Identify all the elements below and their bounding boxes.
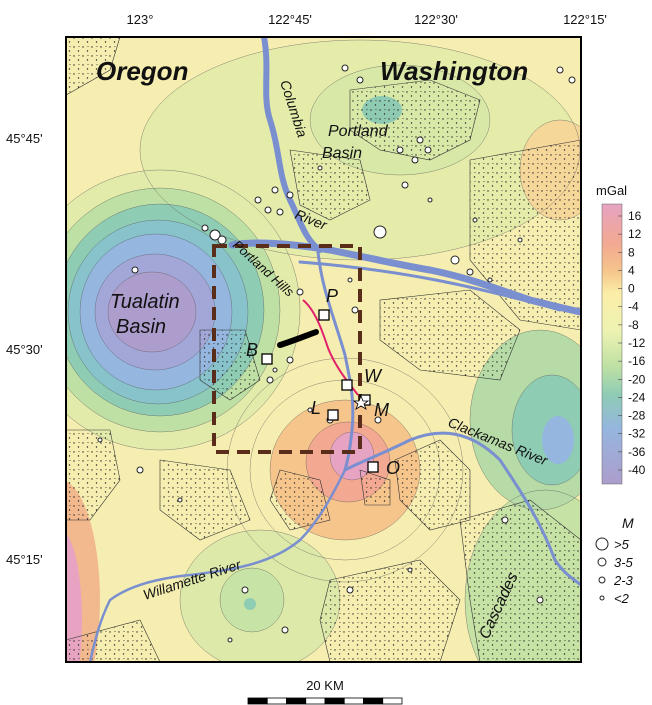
lon-tick-3: 122°30' xyxy=(414,12,458,27)
mag-label-3-5: 3-5 xyxy=(614,555,634,570)
label-washington: Washington xyxy=(380,56,528,86)
star-icon xyxy=(352,394,370,410)
lat-tick-3: 45°15' xyxy=(6,552,43,567)
scale-segment xyxy=(305,697,326,705)
fault-trace-black xyxy=(277,329,319,348)
map-area xyxy=(66,37,581,662)
legend-tick-label: -16 xyxy=(628,354,646,368)
mag-label-lt2: <2 xyxy=(614,591,630,606)
legend-tick-label: -24 xyxy=(628,390,646,404)
mag-symbol-3-5 xyxy=(597,557,607,567)
station-label-l: L xyxy=(311,398,321,418)
label-tualatin: Tualatin xyxy=(110,291,180,313)
mag-symbol-lt2 xyxy=(599,595,605,601)
scale-segment xyxy=(363,697,384,705)
earthquake-epicenters xyxy=(97,64,576,643)
map-frame xyxy=(65,36,582,663)
scale-bar: 20 KM xyxy=(247,678,403,705)
rivers xyxy=(88,37,581,662)
legend-tick-label: 16 xyxy=(628,209,642,223)
mag-label-2-3: 2-3 xyxy=(613,573,634,588)
station-label-w: W xyxy=(364,366,383,386)
legend-unit: mGal xyxy=(596,183,627,198)
legend-tick-label: -32 xyxy=(628,427,646,441)
legend-tick-label: 12 xyxy=(628,227,642,241)
gravity-legend: mGal 16 12 8 4 0 -4 -8 -12 -16 -20 -24 -28 -32 -36 -40 xyxy=(596,183,646,485)
scale-segment xyxy=(266,697,287,705)
legend-tick-label: -12 xyxy=(628,336,646,350)
lon-tick-1: 123° xyxy=(127,12,154,27)
scale-segment xyxy=(324,697,345,705)
station-markers xyxy=(261,309,379,473)
scale-segment xyxy=(247,697,268,705)
station-label-m: M xyxy=(374,400,389,420)
lat-tick-2: 45°30' xyxy=(6,342,43,357)
lon-tick-2: 122°45' xyxy=(268,12,312,27)
magnitude-legend: M >5 3-5 2-3 <2 xyxy=(595,515,634,606)
legend-tick-label: -28 xyxy=(628,409,646,423)
station-label-p: P xyxy=(326,286,338,306)
label-tualatin-basin: Basin xyxy=(116,316,166,338)
legend-tick-label: 0 xyxy=(628,282,635,296)
lon-tick-4: 122°15' xyxy=(563,12,607,27)
legend-tick-label: -40 xyxy=(628,463,646,477)
legend-tick-label: -8 xyxy=(628,318,639,332)
mag-symbol-gt5 xyxy=(595,537,609,551)
mag-label-gt5: >5 xyxy=(614,537,630,552)
study-area-box xyxy=(212,244,362,454)
magnitude-title: M xyxy=(622,515,634,531)
station-label-b: B xyxy=(246,340,258,360)
legend-tick-label: 8 xyxy=(628,245,635,259)
scale-segment xyxy=(382,697,403,705)
legend-tick-label: -4 xyxy=(628,300,639,314)
label-oregon: Oregon xyxy=(96,56,188,86)
legend-tick-label: -36 xyxy=(628,445,646,459)
legend-colorbar xyxy=(601,203,623,485)
scale-segment xyxy=(286,697,307,705)
legend-tick-label: -20 xyxy=(628,372,646,386)
lat-tick-1: 45°45' xyxy=(6,131,43,146)
scale-label: 20 KM xyxy=(306,678,344,693)
station-label-o: O xyxy=(386,458,400,478)
mag-symbol-2-3 xyxy=(598,576,606,584)
scale-segment xyxy=(343,697,364,705)
label-portland: Portland xyxy=(328,123,389,140)
legend-tick-label: 4 xyxy=(628,263,635,277)
stipple-lowlands xyxy=(66,37,581,662)
label-portland-basin: Basin xyxy=(322,145,362,162)
